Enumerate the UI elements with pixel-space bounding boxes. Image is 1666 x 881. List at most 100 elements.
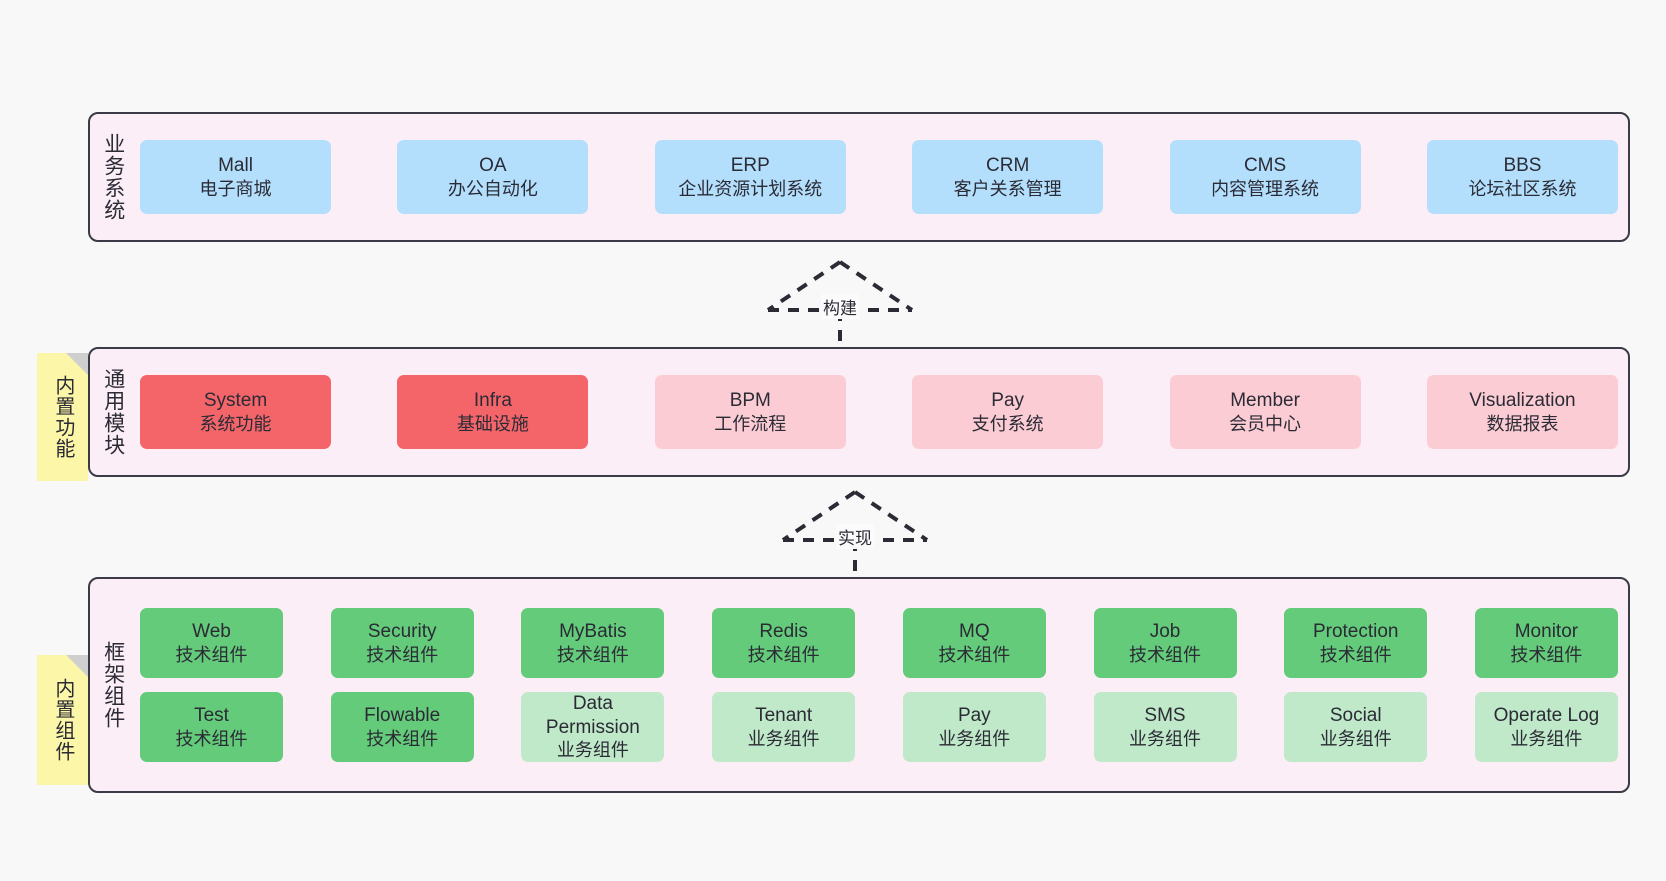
layer-body-framework: Web 技术组件 Security 技术组件 MyBatis 技术组件 Redi… [136, 579, 1628, 791]
card-title-en: Tenant [755, 705, 813, 727]
card-title-en: Security [367, 621, 437, 643]
card-title-en: Flowable [364, 705, 441, 727]
card-bbs[interactable]: BBS 论坛社区系统 [1426, 140, 1618, 214]
layer-title-business: 业务系统 [101, 133, 125, 221]
card-title-en: Visualization [1469, 390, 1576, 412]
card-title-cn: 系统功能 [199, 413, 272, 434]
card-title-cn: 业务组件 [938, 728, 1011, 749]
card-title-cn: 论坛社区系统 [1468, 178, 1577, 199]
card-infra[interactable]: Infra 基础设施 [397, 375, 589, 449]
card-redis[interactable]: Redis 技术组件 [712, 608, 856, 678]
card-title-en: Redis [759, 621, 808, 643]
card-title-en: MyBatis [559, 621, 627, 643]
card-title-en: Pay [957, 705, 991, 727]
card-crm[interactable]: CRM 客户关系管理 [912, 140, 1104, 214]
card-title-en: Mall [218, 155, 253, 177]
card-title-cn: 内容管理系统 [1211, 178, 1320, 199]
card-title-en: CRM [986, 155, 1030, 177]
dashed-generalization-arrow-icon [781, 490, 929, 582]
card-title-en: Operate Log [1493, 705, 1600, 727]
dashed-generalization-arrow-icon [766, 260, 914, 352]
card-title-cn: 办公自动化 [447, 178, 538, 199]
card-title-en: CMS [1243, 155, 1287, 177]
card-web[interactable]: Web 技术组件 [140, 608, 283, 678]
framework-row-technical: Web 技术组件 Security 技术组件 MyBatis 技术组件 Redi… [140, 608, 1618, 678]
card-cms[interactable]: CMS 内容管理系统 [1169, 140, 1361, 214]
card-pay-component[interactable]: Pay 业务组件 [902, 692, 1046, 762]
relation-label-implement: 实现 [836, 524, 874, 549]
layer-title-module: 通用模块 [101, 368, 125, 456]
card-title-cn: 业务组件 [556, 740, 629, 761]
card-member[interactable]: Member 会员中心 [1169, 375, 1361, 449]
card-title-en: Monitor [1514, 621, 1579, 643]
card-title-cn: 支付系统 [971, 413, 1044, 434]
card-mybatis[interactable]: MyBatis 技术组件 [521, 608, 665, 678]
card-title-en: ERP [730, 155, 770, 177]
card-erp[interactable]: ERP 企业资源计划系统 [654, 140, 846, 214]
card-bpm[interactable]: BPM 工作流程 [654, 375, 846, 449]
card-title-cn: 技术组件 [1129, 644, 1202, 665]
card-security[interactable]: Security 技术组件 [330, 608, 474, 678]
card-pay-module[interactable]: Pay 支付系统 [912, 375, 1104, 449]
card-title-cn: 技术组件 [747, 644, 820, 665]
layer-business-systems: 业务系统 Mall 电子商城 OA 办公自动化 ERP 企业资源计划系统 CRM… [88, 112, 1630, 242]
card-title-cn: 基础设施 [456, 413, 529, 434]
framework-row-business: Test 技术组件 Flowable 技术组件 Data Permission … [140, 692, 1618, 762]
note-fold-corner-icon [66, 353, 88, 375]
card-title-cn: 业务组件 [1319, 728, 1392, 749]
card-title-en: OA [479, 155, 507, 177]
card-title-cn: 企业资源计划系统 [678, 178, 823, 199]
relation-label-build: 构建 [821, 294, 859, 319]
card-data-permission[interactable]: Data Permission 业务组件 [521, 692, 665, 762]
card-job[interactable]: Job 技术组件 [1093, 608, 1237, 678]
layer-body-module: System 系统功能 Infra 基础设施 BPM 工作流程 Pay 支付系统… [136, 349, 1628, 475]
card-title-en: MQ [959, 621, 990, 643]
card-title-en: BBS [1503, 155, 1542, 177]
card-title-en: Web [192, 621, 231, 643]
card-monitor[interactable]: Monitor 技术组件 [1474, 608, 1618, 678]
card-visualization[interactable]: Visualization 数据报表 [1426, 375, 1618, 449]
note-fold-corner-icon [66, 655, 88, 677]
card-title-en: Member [1230, 390, 1300, 412]
card-title-cn: 业务组件 [747, 728, 820, 749]
card-title-en: Protection [1312, 621, 1399, 643]
card-title-cn: 技术组件 [556, 644, 629, 665]
note-builtin-function: 内置功能 [37, 353, 88, 481]
card-mq[interactable]: MQ 技术组件 [902, 608, 1046, 678]
card-title-cn: 业务组件 [1129, 728, 1202, 749]
card-title-cn: 客户关系管理 [953, 178, 1062, 199]
card-mall[interactable]: Mall 电子商城 [140, 140, 331, 214]
card-operate-log[interactable]: Operate Log 业务组件 [1474, 692, 1618, 762]
layer-body-business: Mall 电子商城 OA 办公自动化 ERP 企业资源计划系统 CRM 客户关系… [136, 114, 1628, 240]
card-oa[interactable]: OA 办公自动化 [397, 140, 589, 214]
card-flowable[interactable]: Flowable 技术组件 [330, 692, 474, 762]
card-title-cn: 技术组件 [366, 728, 439, 749]
card-title-en: Data Permission [545, 693, 640, 738]
card-title-en: Job [1149, 621, 1181, 643]
relation-build: 构建 [760, 258, 920, 354]
card-social[interactable]: Social 业务组件 [1284, 692, 1428, 762]
card-tenant[interactable]: Tenant 业务组件 [712, 692, 856, 762]
card-title-cn: 技术组件 [1510, 644, 1583, 665]
card-title-cn: 会员中心 [1229, 413, 1302, 434]
layer-common-modules: 通用模块 System 系统功能 Infra 基础设施 BPM 工作流程 Pay… [88, 347, 1630, 477]
card-protection[interactable]: Protection 技术组件 [1284, 608, 1428, 678]
card-title-cn: 电子商城 [199, 178, 272, 199]
card-title-cn: 业务组件 [1510, 728, 1583, 749]
card-title-cn: 技术组件 [175, 644, 248, 665]
card-title-en: SMS [1144, 705, 1186, 727]
layer-framework-components: 框架组件 Web 技术组件 Security 技术组件 MyBatis 技术组件… [88, 577, 1630, 793]
note-builtin-component: 内置组件 [37, 655, 88, 785]
card-test[interactable]: Test 技术组件 [140, 692, 283, 762]
card-title-cn: 工作流程 [714, 413, 787, 434]
card-title-en: Test [194, 705, 229, 727]
card-title-en: System [203, 390, 268, 412]
card-title-cn: 数据报表 [1486, 413, 1559, 434]
card-title-cn: 技术组件 [1319, 644, 1392, 665]
card-system[interactable]: System 系统功能 [140, 375, 331, 449]
card-title-cn: 技术组件 [175, 728, 248, 749]
card-title-cn: 技术组件 [938, 644, 1011, 665]
card-sms[interactable]: SMS 业务组件 [1093, 692, 1237, 762]
note-text: 内置组件 [51, 678, 74, 762]
